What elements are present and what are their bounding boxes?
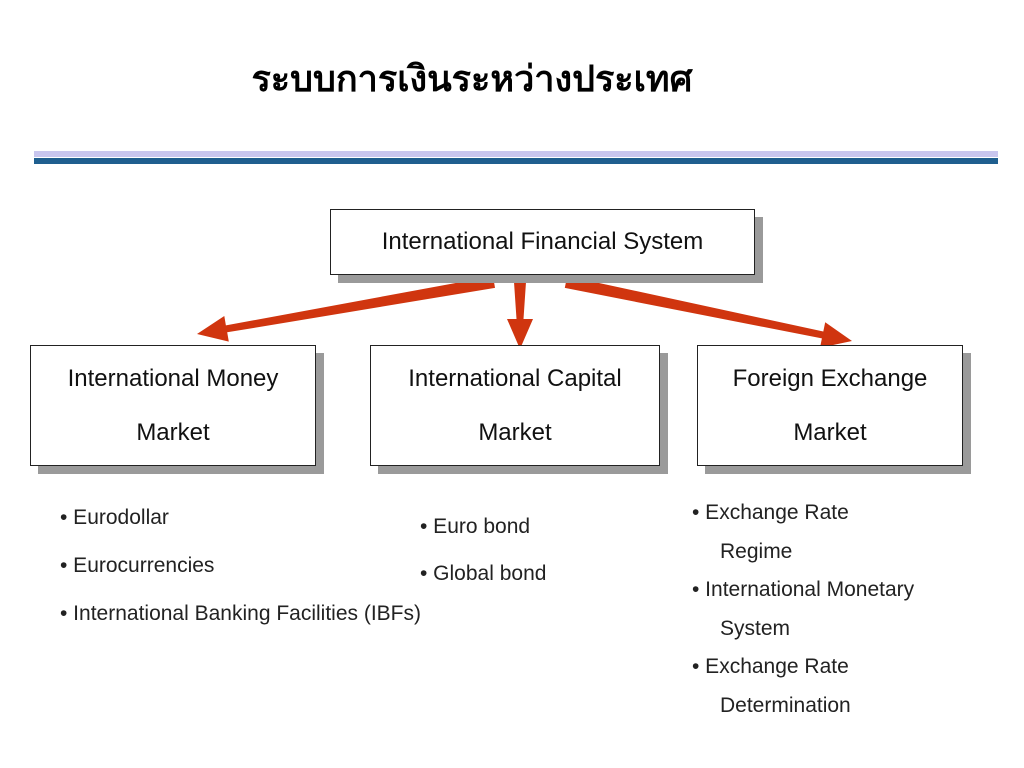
fx-market-list: • Exchange Rate Regime • International M…	[692, 494, 914, 725]
capital-market-list: • Euro bond • Global bond	[420, 503, 546, 597]
slide-title: ระบบการเงินระหว่างประเทศ	[251, 59, 693, 99]
node-international-capital-market: International Capital Market	[370, 345, 660, 466]
node-label-line1: International Money	[67, 364, 279, 392]
node-label-line1: Foreign Exchange	[732, 364, 928, 392]
list-item-line1: • Exchange Rate	[692, 501, 849, 524]
list-item-line2: System	[720, 616, 791, 640]
list-item: • Exchange Rate Determination	[692, 648, 914, 725]
list-item: • Global bond	[420, 562, 547, 585]
list-item: • International Banking Facilities (IBFs…	[60, 602, 421, 625]
arrow-to-capital-market	[507, 282, 533, 349]
list-item-line2: Determination	[720, 693, 851, 717]
node-label-line1: International Capital	[408, 364, 622, 392]
list-item: • Eurocurrencies	[60, 554, 215, 577]
list-item-line2: Regime	[720, 539, 793, 563]
list-item: • Eurodollar	[60, 506, 169, 529]
title-rule-light	[34, 151, 998, 157]
node-label-line2: Market	[136, 418, 210, 446]
node-foreign-exchange-market: Foreign Exchange Market	[697, 345, 963, 466]
list-item-line1: • Exchange Rate	[692, 655, 849, 678]
list-item-line1: • International Monetary	[692, 578, 915, 601]
title-rule-dark	[34, 158, 998, 164]
node-international-money-market: International Money Market	[30, 345, 316, 466]
node-label-line2: Market	[793, 418, 867, 446]
node-label-line2: Market	[478, 418, 552, 446]
list-item: • Euro bond	[420, 515, 531, 538]
arrow-to-fx-market	[564, 276, 852, 348]
list-item: • Exchange Rate Regime	[692, 494, 914, 571]
arrow-to-money-market	[197, 276, 495, 342]
root-node-international-financial-system: International Financial System	[330, 209, 755, 275]
root-node-label: International Financial System	[381, 228, 704, 255]
money-market-list: • Eurodollar • Eurocurrencies • Internat…	[60, 494, 421, 638]
list-item: • International Monetary System	[692, 571, 914, 648]
